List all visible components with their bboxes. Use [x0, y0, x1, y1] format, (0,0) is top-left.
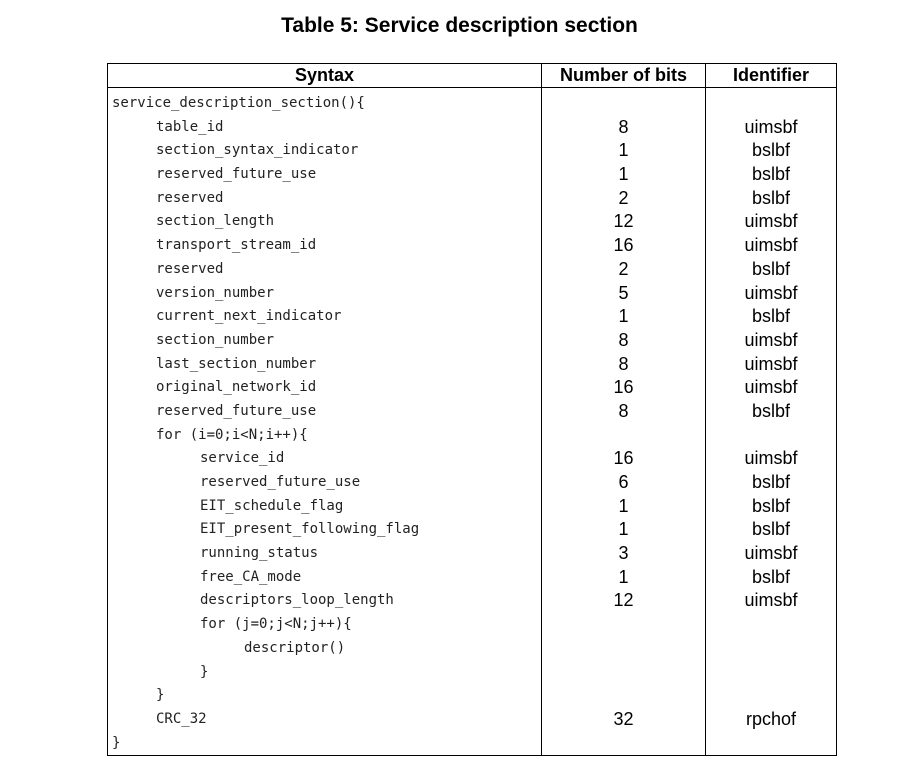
- identifier-cell: bslbf: [751, 306, 791, 327]
- syntax-line: version_number: [156, 284, 275, 301]
- bits-cell: 12: [613, 590, 634, 611]
- identifier-cell: uimsbf: [744, 235, 798, 256]
- syntax-line: section_number: [156, 331, 275, 348]
- identifier-cell: uimsbf: [744, 116, 798, 137]
- bits-cell: 8: [618, 353, 629, 374]
- bits-cell: 8: [618, 400, 629, 421]
- identifier-cell: uimsbf: [744, 590, 798, 611]
- identifier-cell: [706, 92, 836, 116]
- syntax-line: reserved_future_use: [156, 166, 317, 183]
- syntax-line: }: [200, 663, 209, 680]
- syntax-line: descriptors_loop_length: [200, 592, 394, 609]
- bits-cell: 8: [618, 329, 629, 350]
- syntax-line: service_id: [200, 450, 285, 467]
- bits-cell: 16: [613, 235, 634, 256]
- syntax-line: reserved: [156, 260, 224, 277]
- syntax-line: running_status: [200, 545, 319, 562]
- bits-cell: 2: [618, 258, 629, 279]
- syntax-line: free_CA_mode: [200, 568, 302, 585]
- bits-cell: 1: [618, 495, 629, 516]
- bits-cell: 5: [618, 282, 629, 303]
- syntax-line: EIT_schedule_flag: [200, 497, 344, 514]
- identifier-cell: uimsbf: [744, 543, 798, 564]
- bits-cell: 16: [613, 377, 634, 398]
- syntax-line: transport_stream_id: [156, 237, 317, 254]
- syntax-line: service_description_section(){: [112, 95, 365, 111]
- bits-cell: [542, 732, 705, 756]
- syntax-line: reserved_future_use: [200, 474, 361, 490]
- bits-cell: 32: [613, 708, 634, 729]
- identifier-cell: bslbf: [751, 400, 791, 421]
- bits-cell: 1: [618, 164, 629, 185]
- syntax-line: reserved: [156, 189, 224, 206]
- identifier-cell: bslbf: [751, 258, 791, 279]
- bits-cell: [542, 684, 705, 708]
- identifier-cell: uimsbf: [744, 329, 798, 350]
- bits-cell: [542, 613, 705, 637]
- syntax-line: }: [156, 687, 165, 704]
- bits-cell: [542, 92, 705, 116]
- syntax-line: for (j=0;j<N;j++){: [200, 616, 352, 633]
- syntax-line: EIT_present_following_flag: [200, 521, 420, 538]
- syntax-line: original_network_id: [156, 379, 317, 396]
- identifier-cell: bslbf: [751, 164, 791, 185]
- identifier-cell: bslbf: [751, 140, 791, 161]
- identifier-cell: [706, 732, 836, 756]
- bits-cell: 12: [613, 211, 634, 232]
- syntax-line: CRC_32: [156, 710, 207, 727]
- identifier-cell: uimsbf: [744, 353, 798, 374]
- identifier-cell: bslbf: [751, 566, 791, 587]
- bits-cell: 8: [618, 116, 629, 137]
- header-number-of-bits: Number of bits: [541, 63, 706, 88]
- identifier-cell: [706, 613, 836, 637]
- identifier-cell: uimsbf: [744, 448, 798, 469]
- syntax-table: Syntax Number of bits Identifier service…: [107, 63, 837, 757]
- identifier-cell: [706, 637, 836, 661]
- identifier-cell: bslbf: [751, 519, 791, 540]
- bits-cell: 2: [618, 187, 629, 208]
- identifier-cell: bslbf: [751, 495, 791, 516]
- header-identifier: Identifier: [705, 63, 837, 88]
- syntax-line: table_id: [156, 118, 224, 135]
- bits-cell: 3: [618, 543, 629, 564]
- identifier-cell: rpchof: [745, 708, 797, 729]
- bits-cell: 1: [618, 306, 629, 327]
- identifier-cell: [706, 661, 836, 685]
- identifier-cell: uimsbf: [744, 211, 798, 232]
- syntax-line: section_length: [156, 213, 275, 230]
- table-caption: Table 5: Service description section: [281, 14, 638, 37]
- bits-cell: 6: [618, 472, 629, 492]
- identifier-cell: bslbf: [751, 187, 791, 208]
- header-row: Syntax Number of bits Identifier: [107, 63, 837, 88]
- syntax-line: }: [112, 734, 121, 751]
- bits-cell: 16: [613, 448, 634, 469]
- bits-cell: 1: [618, 140, 629, 161]
- syntax-line: reserved_future_use: [156, 402, 317, 419]
- identifier-cell: [706, 684, 836, 708]
- identifier-cell: [706, 424, 836, 448]
- bits-cell: [542, 661, 705, 685]
- syntax-line: last_section_number: [156, 355, 317, 372]
- identifier-cell: bslbf: [751, 472, 791, 492]
- identifier-cell: uimsbf: [744, 377, 798, 398]
- syntax-line: for (i=0;i<N;i++){: [156, 426, 308, 443]
- bits-cell: 1: [618, 566, 629, 587]
- bits-cell: [542, 637, 705, 661]
- syntax-line: descriptor(): [244, 639, 346, 656]
- bits-cell: 1: [618, 519, 629, 540]
- bits-cell: [542, 424, 705, 448]
- header-syntax: Syntax: [107, 63, 542, 88]
- syntax-line: section_syntax_indicator: [156, 142, 359, 159]
- syntax-line: current_next_indicator: [156, 308, 342, 325]
- identifier-cell: uimsbf: [744, 282, 798, 303]
